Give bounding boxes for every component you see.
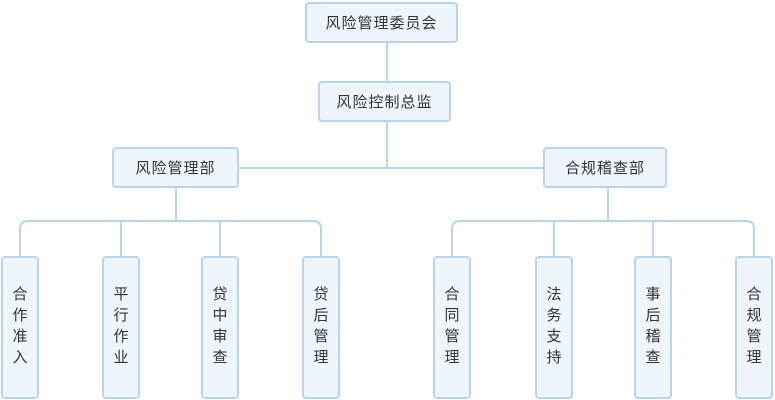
node-label: 法务支持 xyxy=(544,285,563,370)
node-in-loan-review: 贷中审查 xyxy=(201,256,239,399)
node-label: 风险管理部 xyxy=(135,159,216,177)
node-risk-committee: 风险管理委员会 xyxy=(305,2,458,43)
node-label: 合同管理 xyxy=(442,285,461,370)
node-label: 贷中审查 xyxy=(210,285,229,370)
node-label: 风险控制总监 xyxy=(336,93,433,111)
node-label: 平行作业 xyxy=(111,285,130,370)
connector-comp-children-bus xyxy=(451,220,755,257)
connector-risk-children-bus xyxy=(19,220,322,257)
node-label: 风险管理委员会 xyxy=(325,14,438,32)
node-contract-management: 合同管理 xyxy=(433,256,471,399)
node-label: 合规稽查部 xyxy=(564,159,645,177)
node-risk-control-director: 风险控制总监 xyxy=(318,81,451,122)
node-label: 贷后管理 xyxy=(311,285,330,370)
node-label: 事后稽查 xyxy=(643,285,662,370)
node-label: 合规管理 xyxy=(744,285,763,370)
node-post-loan-management: 贷后管理 xyxy=(302,256,340,399)
node-post-event-audit: 事后稽查 xyxy=(634,256,672,399)
node-parallel-operation: 平行作业 xyxy=(102,256,140,399)
node-risk-management-dept: 风险管理部 xyxy=(112,147,239,188)
node-legal-support: 法务支持 xyxy=(535,256,573,399)
node-label: 合作准入 xyxy=(10,285,29,370)
node-compliance-management: 合规管理 xyxy=(735,256,773,399)
node-compliance-audit-dept: 合规稽查部 xyxy=(543,147,667,188)
node-cooperation-admission: 合作准入 xyxy=(1,256,39,399)
